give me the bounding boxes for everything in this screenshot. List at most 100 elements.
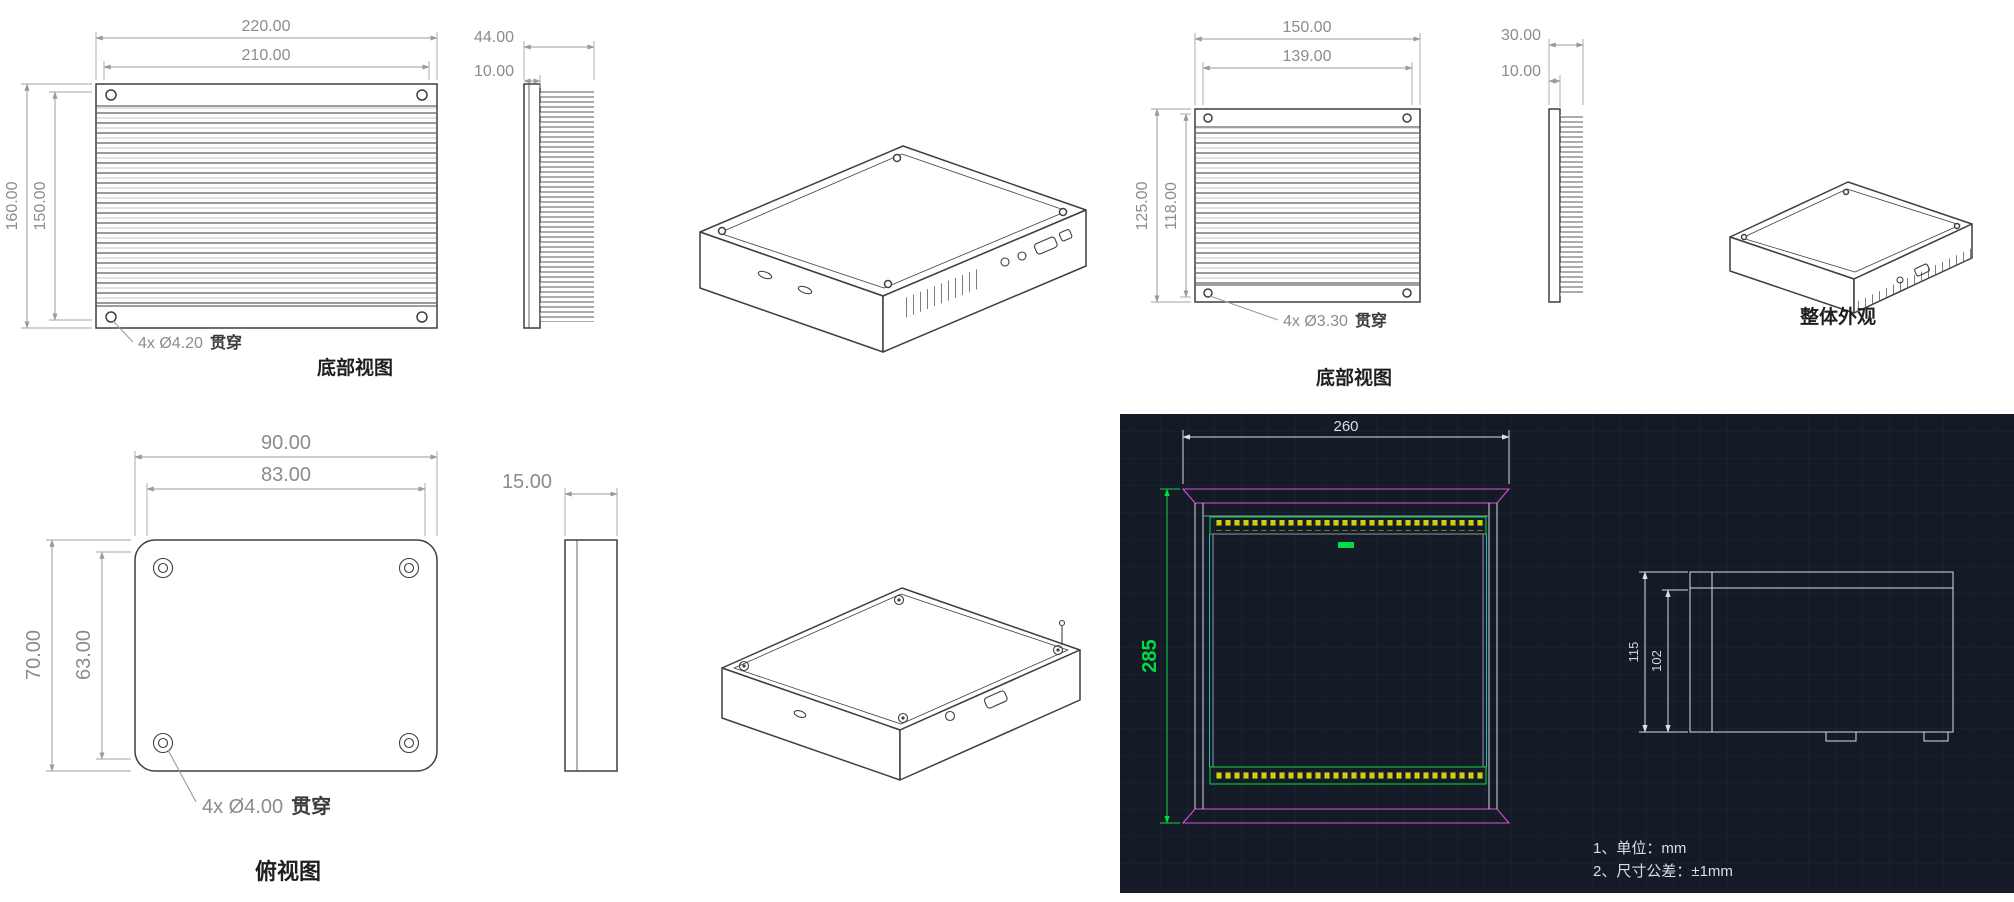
dim-83-inner-width: 83.00 bbox=[146, 464, 426, 536]
fin-area bbox=[1196, 128, 1419, 284]
antenna-pin-tip bbox=[1058, 619, 1066, 627]
dim-label: 30.00 bbox=[1501, 27, 1541, 44]
vent-slots bbox=[900, 268, 980, 320]
side-view-30: 30.00 10.00 bbox=[1501, 27, 1584, 303]
cad-dim-115: 115 bbox=[1626, 571, 1688, 733]
dim-label: 139.00 bbox=[1283, 48, 1332, 65]
caption-top-view-90: 俯视图 bbox=[255, 859, 321, 884]
corner-screws bbox=[738, 594, 1064, 724]
cad-note-1: 1、单位：mm bbox=[1593, 840, 1686, 857]
pin-header-top bbox=[1213, 520, 1483, 531]
side-view-44: 44.00 10.00 bbox=[474, 29, 595, 329]
screw bbox=[892, 153, 902, 163]
cad-main-drawing bbox=[1181, 488, 1511, 824]
corner-hole bbox=[105, 89, 117, 101]
caption-overall: 整体外观 bbox=[1800, 305, 1876, 328]
hole-note-suffix: 贯穿 bbox=[1355, 311, 1387, 330]
profile-dim-inner-label: 102 bbox=[1649, 650, 1664, 672]
iso-view-overall: 整体外观 bbox=[1729, 181, 1973, 328]
dim-label: 125.00 bbox=[1134, 181, 1151, 230]
side-outline bbox=[564, 539, 618, 772]
cad-grid bbox=[1120, 414, 2014, 893]
screw bbox=[1842, 188, 1850, 196]
iso-view-flat bbox=[721, 587, 1081, 781]
corner-hole bbox=[1203, 113, 1213, 123]
dim-150-inner-height: 150.00 bbox=[32, 91, 92, 321]
iso-lid-line bbox=[733, 593, 1069, 725]
pin-header-bottom bbox=[1213, 770, 1483, 781]
view-bottom-150: 150.00 139.00 125.00 118.00 4x Ø3.30 贯穿 底… bbox=[1134, 19, 1421, 389]
corner-hole bbox=[1402, 288, 1412, 298]
dim-150-outer-width: 150.00 bbox=[1194, 19, 1421, 105]
connector bbox=[1914, 263, 1930, 277]
dim-10-plate: 10.00 bbox=[1501, 63, 1561, 107]
bottom-flange bbox=[1181, 808, 1511, 824]
cad-dim-width-label: 260 bbox=[1333, 418, 1358, 435]
dim-70-outer-height: 70.00 bbox=[23, 539, 131, 772]
dim-125-outer-height: 125.00 bbox=[1134, 108, 1191, 303]
vent-slots bbox=[1854, 248, 1972, 313]
dim-label: 10.00 bbox=[1501, 63, 1541, 80]
hole-note-value: 4x Ø4.20 bbox=[138, 335, 203, 352]
dim-label: 118.00 bbox=[1163, 182, 1180, 230]
dim-160-outer-height: 160.00 bbox=[4, 83, 92, 329]
dim-30-total: 30.00 bbox=[1501, 27, 1584, 105]
screw bbox=[883, 279, 893, 289]
caption-bottom-view-150: 底部视图 bbox=[1316, 366, 1392, 389]
hole-note-suffix: 贯穿 bbox=[291, 794, 331, 818]
dim-label: 150.00 bbox=[32, 181, 49, 230]
front-connector bbox=[983, 690, 1008, 709]
dim-label: 44.00 bbox=[474, 29, 514, 46]
hole-note-value: 4x Ø3.30 bbox=[1283, 313, 1348, 330]
profile-foot bbox=[1825, 731, 1857, 742]
dim-label: 70.00 bbox=[23, 630, 45, 680]
cad-dim-height-label: 285 bbox=[1139, 639, 1161, 672]
dim-label: 10.00 bbox=[474, 63, 514, 80]
dim-label: 160.00 bbox=[4, 181, 21, 230]
dim-210-inner-width: 210.00 bbox=[103, 47, 430, 80]
side-plate bbox=[1548, 108, 1561, 303]
iso-view-large bbox=[699, 145, 1087, 353]
corner-hole bbox=[1402, 113, 1412, 123]
cad-note-2: 2、尺寸公差：±1mm bbox=[1593, 863, 1733, 880]
dim-label: 150.00 bbox=[1283, 19, 1332, 36]
fin-area bbox=[97, 107, 436, 305]
dim-label: 220.00 bbox=[242, 18, 291, 35]
pin-header-bottom-outline bbox=[1209, 766, 1487, 785]
iso-right-face bbox=[882, 209, 1087, 353]
dim-10-plate: 10.00 bbox=[474, 63, 541, 88]
caption-bottom-view-220: 底部视图 bbox=[317, 356, 393, 379]
profile-foot bbox=[1923, 731, 1949, 742]
corner-hole bbox=[1203, 288, 1213, 298]
screw bbox=[1953, 222, 1961, 230]
cad-dim-285: 285 bbox=[1139, 488, 1180, 824]
dim-label: 63.00 bbox=[73, 630, 95, 680]
corner-hole bbox=[416, 311, 428, 323]
dim-label: 210.00 bbox=[242, 47, 291, 64]
dim-15-total: 15.00 bbox=[502, 471, 618, 536]
cad-dim-102: 102 bbox=[1649, 589, 1688, 733]
connector bbox=[1058, 229, 1073, 242]
dim-90-outer-width: 90.00 bbox=[134, 432, 438, 536]
hole-note-label: 4x Ø3.30 贯穿 bbox=[1283, 311, 1387, 330]
dim-label: 15.00 bbox=[502, 471, 552, 493]
connector-hole bbox=[1017, 251, 1027, 261]
side-view-15: 15.00 bbox=[502, 471, 618, 772]
screw bbox=[1740, 233, 1748, 241]
hole-note-suffix: 贯穿 bbox=[210, 333, 242, 352]
front-hole bbox=[944, 710, 956, 722]
connector bbox=[1033, 236, 1058, 255]
screw bbox=[1058, 207, 1068, 217]
screw bbox=[717, 226, 727, 236]
connector-hole bbox=[1896, 276, 1904, 284]
side-hole bbox=[757, 270, 773, 280]
hole-note-label: 4x Ø4.20 贯穿 bbox=[138, 333, 242, 352]
cad-panel: 260 285 115 102 1、 bbox=[1120, 414, 2014, 893]
dim-label: 83.00 bbox=[261, 464, 311, 486]
cad-profile: 115 102 bbox=[1626, 571, 1954, 742]
hole-note-150: 4x Ø3.30 贯穿 bbox=[1209, 295, 1387, 330]
